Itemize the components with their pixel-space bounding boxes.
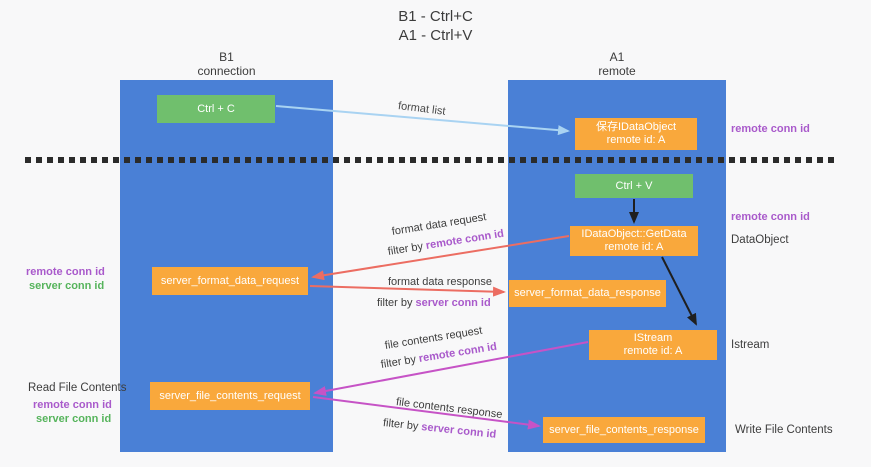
lifeline-a1-subtitle: remote: [598, 64, 636, 78]
lifeline-a1-name: A1: [609, 50, 625, 64]
arrow-label-file-contents-response: file contents response: [395, 396, 504, 422]
label-getdata-remote-conn-id: remote conn id: [731, 211, 810, 223]
filter-prefix: filter by: [386, 240, 427, 258]
lifeline-b1-subtitle: connection: [197, 64, 256, 78]
arrow-label-filter-server-2: filter by server conn id: [382, 417, 496, 442]
filter-key-server: server conn id: [415, 297, 491, 309]
node-istream: IStream remote id: A: [589, 330, 717, 360]
label-read-file-contents: Read File Contents: [28, 382, 127, 394]
node-server-format-data-request: server_format_data_request: [152, 267, 308, 295]
node-ctrl-v-label: Ctrl + V: [615, 179, 653, 192]
node-getdata-line2: remote id: A: [604, 241, 664, 253]
label-istream: Istream: [731, 339, 770, 351]
label-format-server-conn-id: server conn id: [29, 280, 105, 292]
lifeline-header-a1: A1 remote: [508, 50, 726, 78]
filter-prefix: filter by: [377, 297, 416, 309]
title-line-1: B1 - Ctrl+C: [398, 8, 473, 25]
title-line-2: A1 - Ctrl+V: [398, 27, 473, 44]
node-file-response-label: server_file_contents_response: [549, 423, 699, 436]
node-server-file-contents-response: server_file_contents_response: [543, 417, 705, 443]
arrow-label-filter-server-1: filter by server conn id: [377, 297, 491, 310]
label-write-file-contents: Write File Contents: [735, 424, 833, 436]
node-server-format-data-response: server_format_data_response: [509, 280, 666, 307]
filter-prefix: filter by: [382, 417, 422, 433]
node-getdata-line1: IDataObject::GetData: [581, 228, 687, 240]
label-file-server-conn-id: server conn id: [36, 413, 112, 425]
node-file-request-label: server_file_contents_request: [159, 389, 301, 402]
node-format-response-label: server_format_data_response: [514, 287, 661, 299]
node-istream-line1: IStream: [633, 332, 673, 344]
dashed-separator-line: [25, 157, 837, 163]
node-save-dataobject-line1: 保存IDataObject: [595, 121, 677, 133]
label-format-remote-conn-id: remote conn id: [26, 266, 105, 278]
node-format-request-label: server_format_data_request: [160, 274, 300, 287]
label-dataobject: DataObject: [731, 234, 789, 246]
label-file-remote-conn-id: remote conn id: [33, 399, 112, 411]
node-save-dataobject: 保存IDataObject remote id: A: [575, 118, 697, 150]
node-server-file-contents-request: server_file_contents_request: [150, 382, 310, 410]
filter-prefix: filter by: [379, 353, 420, 371]
label-save-remote-conn-id: remote conn id: [731, 123, 810, 135]
node-istream-line2: remote id: A: [623, 345, 683, 357]
node-idataobject-getdata: IDataObject::GetData remote id: A: [570, 226, 698, 256]
node-save-dataobject-line2: remote id: A: [606, 134, 666, 146]
arrow-label-format-data-response: format data response: [388, 276, 492, 288]
arrow-label-format-list: format list: [397, 100, 447, 118]
filter-key-server: server conn id: [420, 421, 497, 441]
lifeline-b1-name: B1: [219, 50, 234, 64]
lifeline-header-b1: B1 connection: [120, 50, 333, 78]
node-ctrl-c-label: Ctrl + C: [197, 102, 235, 115]
diagram-title: B1 - Ctrl+C A1 - Ctrl+V: [0, 7, 871, 45]
node-ctrl-c: Ctrl + C: [157, 95, 275, 123]
node-ctrl-v: Ctrl + V: [575, 174, 693, 198]
